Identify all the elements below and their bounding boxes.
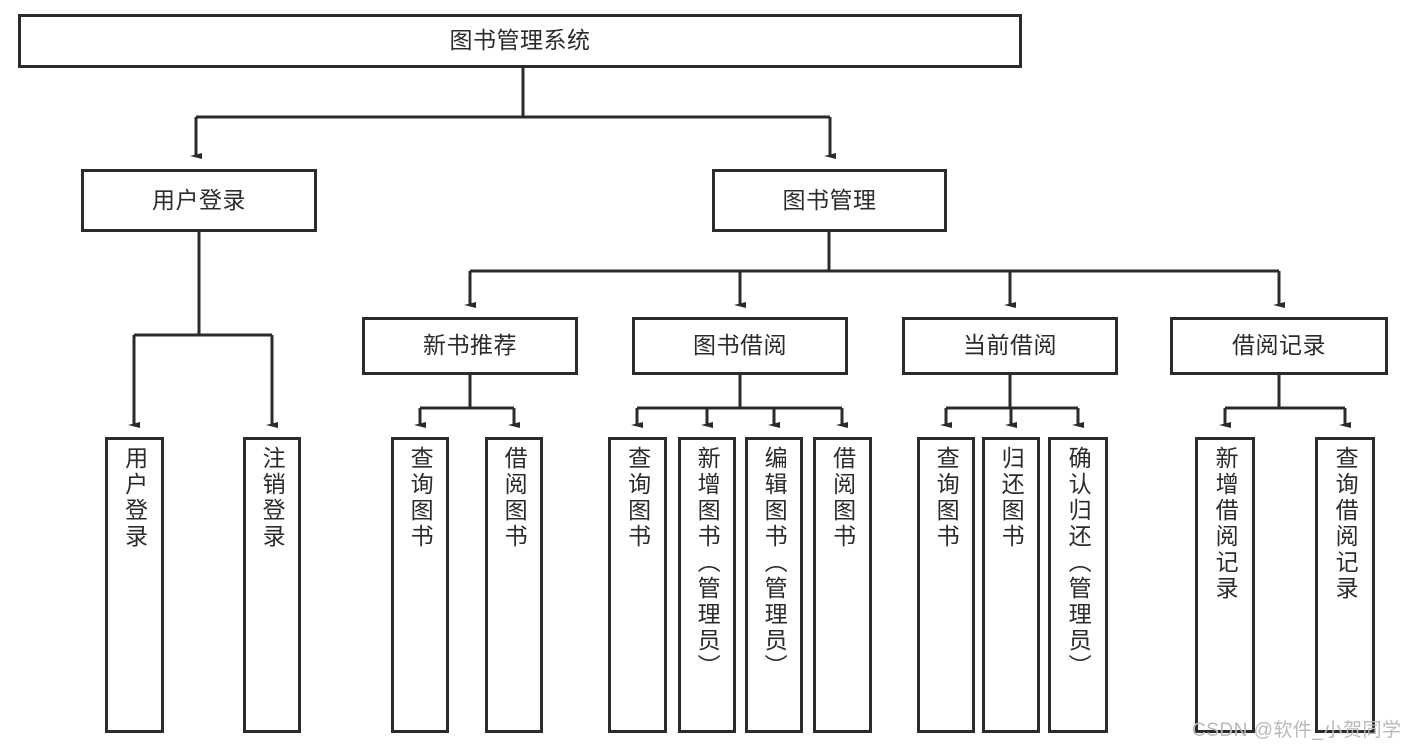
node-book-management[interactable]: 图书管理 (712, 169, 947, 232)
leaf-node[interactable]: 新增图书（管理员） (678, 437, 736, 733)
leaf-node-label: 用户登录 (121, 446, 148, 550)
leaf-node[interactable]: 新增借阅记录 (1195, 437, 1255, 733)
leaf-node-label: 归还图书 (998, 446, 1025, 550)
edges-current-borrow-branch (940, 375, 1084, 428)
edges-book-mgmt-to-level3 (464, 232, 1285, 308)
leaf-node[interactable]: 借阅图书 (813, 437, 872, 733)
node-book-borrow[interactable]: 图书借阅 (632, 317, 848, 375)
leaf-node-label: 借阅图书 (829, 446, 856, 550)
leaf-node-label: 注销登录 (259, 446, 286, 550)
edges-root-to-level2 (190, 68, 836, 159)
node-current-borrow-label: 当前借阅 (963, 332, 1057, 359)
edges-user-login-branch (128, 232, 278, 428)
leaf-node[interactable]: 查询图书 (608, 437, 667, 733)
node-root-label: 图书管理系统 (449, 27, 591, 54)
leaf-node-label: 确认归还（管理员） (1065, 446, 1092, 680)
node-book-borrow-label: 图书借阅 (693, 332, 787, 359)
node-borrow-record-label: 借阅记录 (1232, 332, 1326, 359)
leaf-node-label: 查询图书 (407, 446, 434, 550)
edges-borrow-record-branch (1219, 375, 1351, 428)
leaf-node[interactable]: 用户登录 (105, 437, 164, 733)
leaf-node-label: 新增图书（管理员） (694, 446, 721, 680)
leaf-node-label: 查询借阅记录 (1332, 446, 1359, 602)
edges-borrow-branch (631, 375, 848, 428)
node-borrow-record[interactable]: 借阅记录 (1170, 317, 1388, 375)
leaf-node-label: 查询图书 (933, 446, 960, 550)
leaf-node[interactable]: 借阅图书 (485, 437, 543, 733)
node-new-book-recommend[interactable]: 新书推荐 (362, 317, 578, 375)
node-root[interactable]: 图书管理系统 (18, 14, 1022, 68)
edges-new-book-branch (414, 375, 520, 428)
leaf-node-label: 编辑图书（管理员） (761, 446, 788, 680)
node-user-login[interactable]: 用户登录 (81, 169, 317, 232)
node-current-borrow[interactable]: 当前借阅 (902, 317, 1118, 375)
leaf-node-label: 借阅图书 (501, 446, 528, 550)
leaf-node[interactable]: 查询图书 (391, 437, 449, 733)
leaf-node-label: 查询图书 (624, 446, 651, 550)
leaf-node[interactable]: 确认归还（管理员） (1048, 437, 1108, 733)
node-new-book-recommend-label: 新书推荐 (423, 332, 517, 359)
leaf-node[interactable]: 编辑图书（管理员） (745, 437, 803, 733)
leaf-node[interactable]: 查询图书 (917, 437, 975, 733)
node-book-management-label: 图书管理 (782, 186, 877, 213)
leaf-node[interactable]: 归还图书 (982, 437, 1040, 733)
node-user-login-label: 用户登录 (152, 186, 246, 213)
leaf-node[interactable]: 查询借阅记录 (1315, 437, 1375, 733)
leaf-node[interactable]: 注销登录 (243, 437, 301, 733)
leaf-node-label: 新增借阅记录 (1212, 446, 1239, 602)
